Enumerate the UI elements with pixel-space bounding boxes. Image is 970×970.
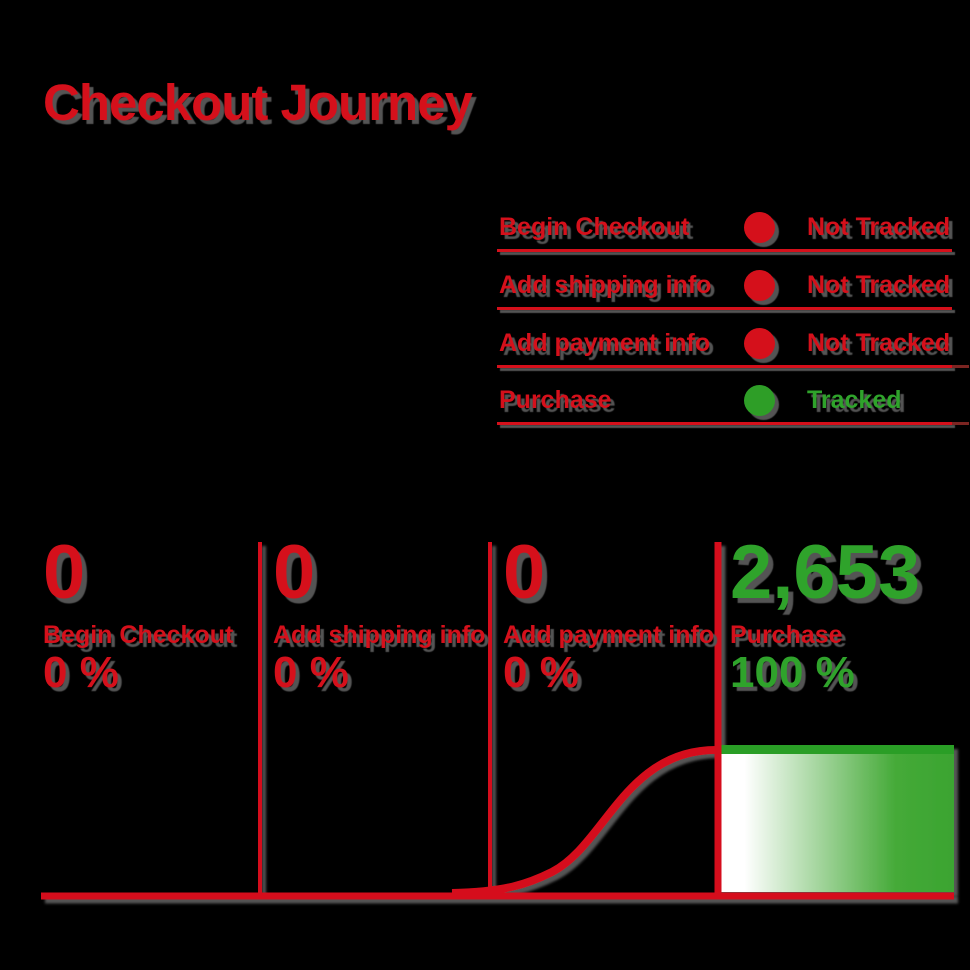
legend-label: Add payment info [499, 329, 711, 357]
step-value: 0 [273, 530, 316, 615]
status-dot-red-icon [744, 212, 775, 243]
step-percent: 0 % [503, 648, 579, 697]
legend-divider [497, 422, 969, 425]
step-label: Add payment info [503, 621, 715, 649]
step-percent: 0 % [43, 648, 119, 697]
legend-row-purchase: Purchase Tracked [497, 382, 969, 425]
legend-divider-extension [952, 422, 969, 425]
step-label: Begin Checkout [43, 621, 234, 649]
step-value: 0 [43, 530, 86, 615]
page-title: Checkout Journey [43, 74, 473, 131]
legend-label: Purchase [499, 386, 612, 414]
status-dot-green-icon [744, 385, 775, 416]
legend-divider-extension [952, 365, 969, 368]
conversion-curve [451, 746, 717, 897]
legend-divider [497, 365, 969, 368]
status-dot-red-icon [744, 328, 775, 359]
purchase-area-fill [721, 745, 954, 892]
legend-row-add-payment-info: Add payment info Not Tracked [497, 325, 969, 368]
status-dot-red-icon [744, 270, 775, 301]
legend-row-add-shipping-info: Add shipping info Not Tracked [497, 267, 952, 310]
step-value: 0 [503, 530, 546, 615]
legend-label: Begin Checkout [499, 213, 690, 241]
step-percent: 0 % [273, 648, 349, 697]
legend-divider [497, 249, 952, 252]
legend-label: Add shipping info [499, 271, 712, 299]
purchase-area-top-strip [721, 745, 954, 754]
step-value: 2,653 [730, 530, 921, 615]
legend-row-begin-checkout: Begin Checkout Not Tracked [497, 209, 952, 252]
step-label: Purchase [730, 621, 843, 649]
tracking-status: Not Tracked [807, 271, 951, 299]
step-label: Add shipping info [273, 621, 486, 649]
legend-divider [497, 307, 952, 310]
tracking-status: Not Tracked [807, 213, 951, 241]
step-percent: 100 % [730, 648, 855, 697]
tracking-status: Tracked [807, 386, 902, 414]
tracking-status: Not Tracked [807, 329, 951, 357]
